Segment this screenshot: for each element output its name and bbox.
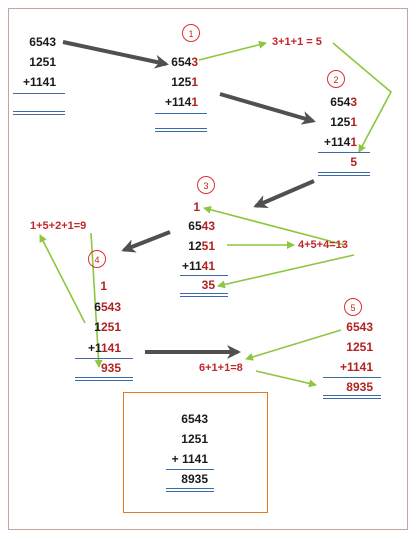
sum-line bbox=[75, 377, 133, 378]
final-number-c: + 1141 bbox=[171, 452, 208, 466]
flow-arrow-2 bbox=[219, 92, 316, 125]
initial-number-c: +1141 bbox=[22, 75, 56, 89]
step-equation: 6+1+1=8 bbox=[199, 362, 243, 374]
carry-digit: 1 bbox=[193, 200, 200, 214]
sum-line bbox=[13, 111, 65, 112]
step-row: 6543 bbox=[330, 95, 357, 109]
step-row: 1251 bbox=[171, 75, 198, 89]
final-answer-box bbox=[123, 392, 268, 513]
step-row: 6543 bbox=[188, 219, 215, 233]
step-result: 935 bbox=[100, 361, 121, 375]
carry-digit: 1 bbox=[100, 279, 107, 293]
sum-line bbox=[75, 358, 133, 359]
sum-line bbox=[180, 296, 228, 297]
sum-line bbox=[166, 491, 214, 492]
step-badge: 5 bbox=[344, 298, 362, 316]
step-row: 6543 bbox=[346, 320, 373, 334]
sum-line bbox=[323, 395, 381, 396]
step-row: +1141 bbox=[323, 135, 357, 149]
step-result: 8935 bbox=[346, 380, 373, 394]
step-equation: 3+1+1 = 5 bbox=[272, 36, 322, 48]
step-result: 35 bbox=[201, 278, 215, 292]
step-row: 6543 bbox=[94, 300, 121, 314]
green-arrow-8 bbox=[245, 329, 342, 361]
step-badge: 3 bbox=[197, 176, 215, 194]
step-result: 5 bbox=[350, 155, 357, 169]
final-number-a: 6543 bbox=[181, 412, 208, 426]
sum-line bbox=[155, 128, 207, 129]
green-arrow-3 bbox=[203, 205, 346, 246]
step-row: 6543 bbox=[171, 55, 198, 69]
flow-arrow-3 bbox=[253, 179, 315, 209]
final-sum: 8935 bbox=[181, 472, 208, 486]
sum-line bbox=[323, 377, 381, 378]
outer-frame bbox=[8, 8, 408, 530]
green-arrow-9 bbox=[255, 370, 317, 388]
sum-line bbox=[318, 175, 370, 176]
sum-line bbox=[180, 293, 228, 294]
step-row: +1141 bbox=[181, 259, 215, 273]
step-row: 1251 bbox=[94, 320, 121, 334]
green-arrow-5 bbox=[217, 254, 355, 289]
sum-line bbox=[13, 93, 65, 94]
sum-line bbox=[318, 172, 370, 173]
sum-line bbox=[166, 469, 214, 470]
step-equation: 1+5+2+1=9 bbox=[30, 220, 87, 232]
sum-line bbox=[180, 275, 228, 276]
flow-arrow-4 bbox=[121, 230, 171, 253]
sum-line bbox=[318, 152, 370, 153]
step-row: +1141 bbox=[87, 341, 121, 355]
initial-number-a: 6543 bbox=[29, 35, 56, 49]
step-row: 1251 bbox=[188, 239, 215, 253]
final-number-b: 1251 bbox=[181, 432, 208, 446]
step-equation: 4+5+4=13 bbox=[298, 239, 348, 251]
sum-line bbox=[13, 114, 65, 115]
step-badge: 4 bbox=[88, 250, 106, 268]
step-badge: 2 bbox=[327, 70, 345, 88]
green-arrow-2 bbox=[332, 42, 393, 153]
sum-line bbox=[323, 398, 381, 399]
sum-line bbox=[166, 488, 214, 489]
green-arrow-6 bbox=[39, 234, 86, 324]
sum-line bbox=[155, 113, 207, 114]
sum-line bbox=[155, 131, 207, 132]
step-row: +1141 bbox=[339, 360, 373, 374]
flow-arrow-1 bbox=[62, 40, 169, 69]
sum-line bbox=[75, 380, 133, 381]
initial-number-b: 1251 bbox=[29, 55, 56, 69]
green-arrow-1 bbox=[198, 40, 267, 61]
step-badge: 1 bbox=[182, 24, 200, 42]
step-row: 1251 bbox=[330, 115, 357, 129]
step-row: 1251 bbox=[346, 340, 373, 354]
step-row: +1141 bbox=[164, 95, 198, 109]
